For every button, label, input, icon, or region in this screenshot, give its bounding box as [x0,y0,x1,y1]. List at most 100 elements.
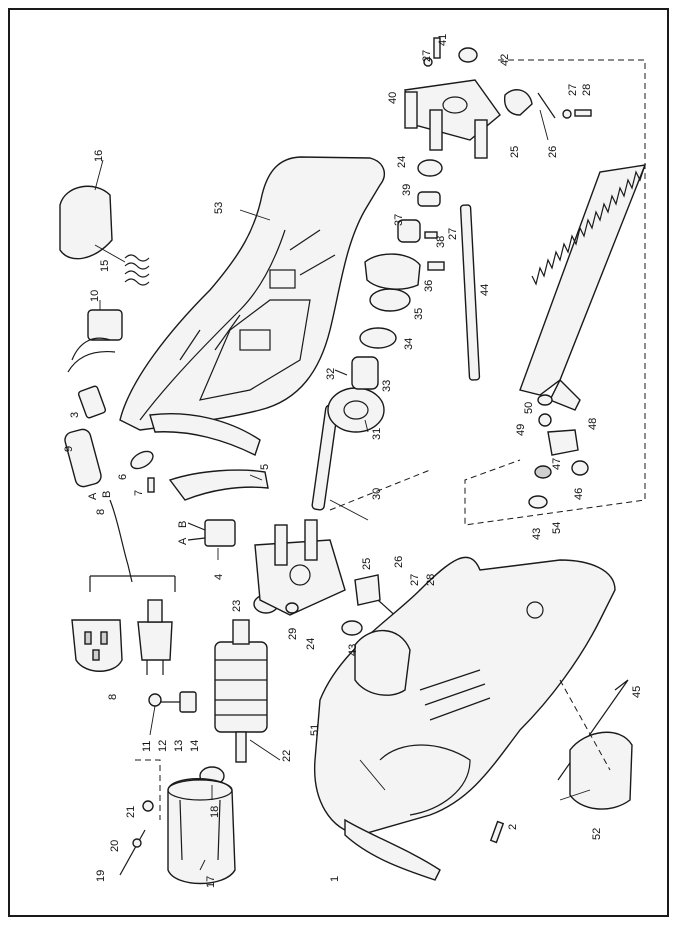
callout-27-a: 27 [421,50,433,62]
callout-17: 17 [205,876,217,888]
callout-38: 38 [435,236,447,248]
callout-25-upper: 25 [509,146,521,158]
callout-26-lower: 26 [393,556,405,568]
callout-34: 34 [403,338,415,350]
callout-39: 39 [401,184,413,196]
wire-label-a-upper: A [87,492,99,500]
callout-31: 31 [371,428,383,440]
assembly-boundary [464,59,646,526]
callout-21: 21 [125,806,137,818]
washer-43-upper [528,495,548,509]
callout-13: 13 [173,740,185,752]
callout-28-upper: 28 [581,84,593,96]
callout-54: 54 [551,522,563,534]
bearing-42 [458,47,478,63]
drive-gear [327,387,385,433]
bush-33 [351,356,379,390]
trigger [168,469,269,501]
callout-labels: 1 2 3 4 5 6 7 8 8 9 10 11 12 13 14 15 16… [63,34,643,888]
screw-38 [424,231,438,239]
callout-47: 47 [551,458,563,470]
clamp-screw [147,477,155,493]
callout-27-d: 27 [409,574,421,586]
gear-housing [254,519,346,616]
callout-26-upper: 26 [547,146,559,158]
callout-43-lower: 43 [347,644,359,656]
wire-label-b-switch: B [177,521,189,528]
rubber-pad [569,731,633,810]
holder-47 [547,429,579,456]
callout-15: 15 [99,260,111,272]
callout-14: 14 [189,740,201,752]
callout-44: 44 [479,284,491,296]
callout-12: 12 [157,740,169,752]
callout-6: 6 [117,474,129,480]
callout-2: 2 [507,824,519,830]
callout-53: 53 [213,202,225,214]
callout-52: 52 [591,828,603,840]
callout-33: 33 [381,380,393,392]
outer-housing [313,556,616,836]
callout-41: 41 [437,34,449,46]
callout-18: 18 [209,806,221,818]
brush-cap [59,185,113,260]
euro-plug [137,599,173,675]
callout-40: 40 [387,92,399,104]
bush-29 [285,602,299,614]
cable-sleeve [64,428,102,488]
seal-34 [359,327,397,349]
callout-7: 7 [133,490,145,496]
crank-25-lower [354,574,381,606]
callout-29: 29 [287,628,299,640]
cable-clamp [130,450,154,470]
blade-clamp [364,253,421,290]
switch [87,309,123,341]
callout-27-b: 27 [567,84,579,96]
callout-3: 3 [69,412,81,418]
callout-5: 5 [259,464,271,470]
wire-label-a-switch: A [177,537,189,545]
housing-screw [489,820,505,844]
callout-35: 35 [413,308,425,320]
leader-lines [94,109,591,871]
pin [334,369,348,376]
callout-36: 36 [423,280,435,292]
callout-27-c: 27 [447,228,459,240]
housing-left-half [119,156,386,431]
carbon-brush [179,691,197,713]
saw-blade [519,164,647,411]
callout-43-upper: 43 [531,528,543,540]
callout-51: 51 [309,724,321,736]
callout-8-lower: 8 [107,694,119,700]
armature [214,619,268,763]
callout-16: 16 [93,150,105,162]
washer-43-lower [341,620,363,636]
plate-39 [417,191,441,207]
callout-10: 10 [89,290,101,302]
stator [167,778,236,885]
stator-screw [119,829,146,876]
crank-25-upper [503,89,533,116]
callout-22: 22 [281,750,293,762]
nut-46 [571,460,589,476]
callout-28-lower: 28 [425,574,437,586]
washer-50 [537,394,553,406]
callout-46: 46 [573,488,585,500]
callout-20: 20 [109,840,121,852]
oring-54 [534,465,552,479]
callout-45: 45 [631,686,643,698]
capacitor [77,385,107,419]
callout-50: 50 [523,402,535,414]
callout-24-upper: 24 [396,156,408,168]
callout-25-lower: 25 [361,558,373,570]
handle-cover [344,818,441,881]
power-cable [109,499,133,583]
spring [124,254,150,286]
screw-41 [433,37,441,59]
nose-guard [354,629,411,696]
callout-37: 37 [393,214,405,226]
callout-32: 32 [325,368,337,380]
top-bracket [404,79,501,159]
callout-24-lower: 24 [305,638,317,650]
